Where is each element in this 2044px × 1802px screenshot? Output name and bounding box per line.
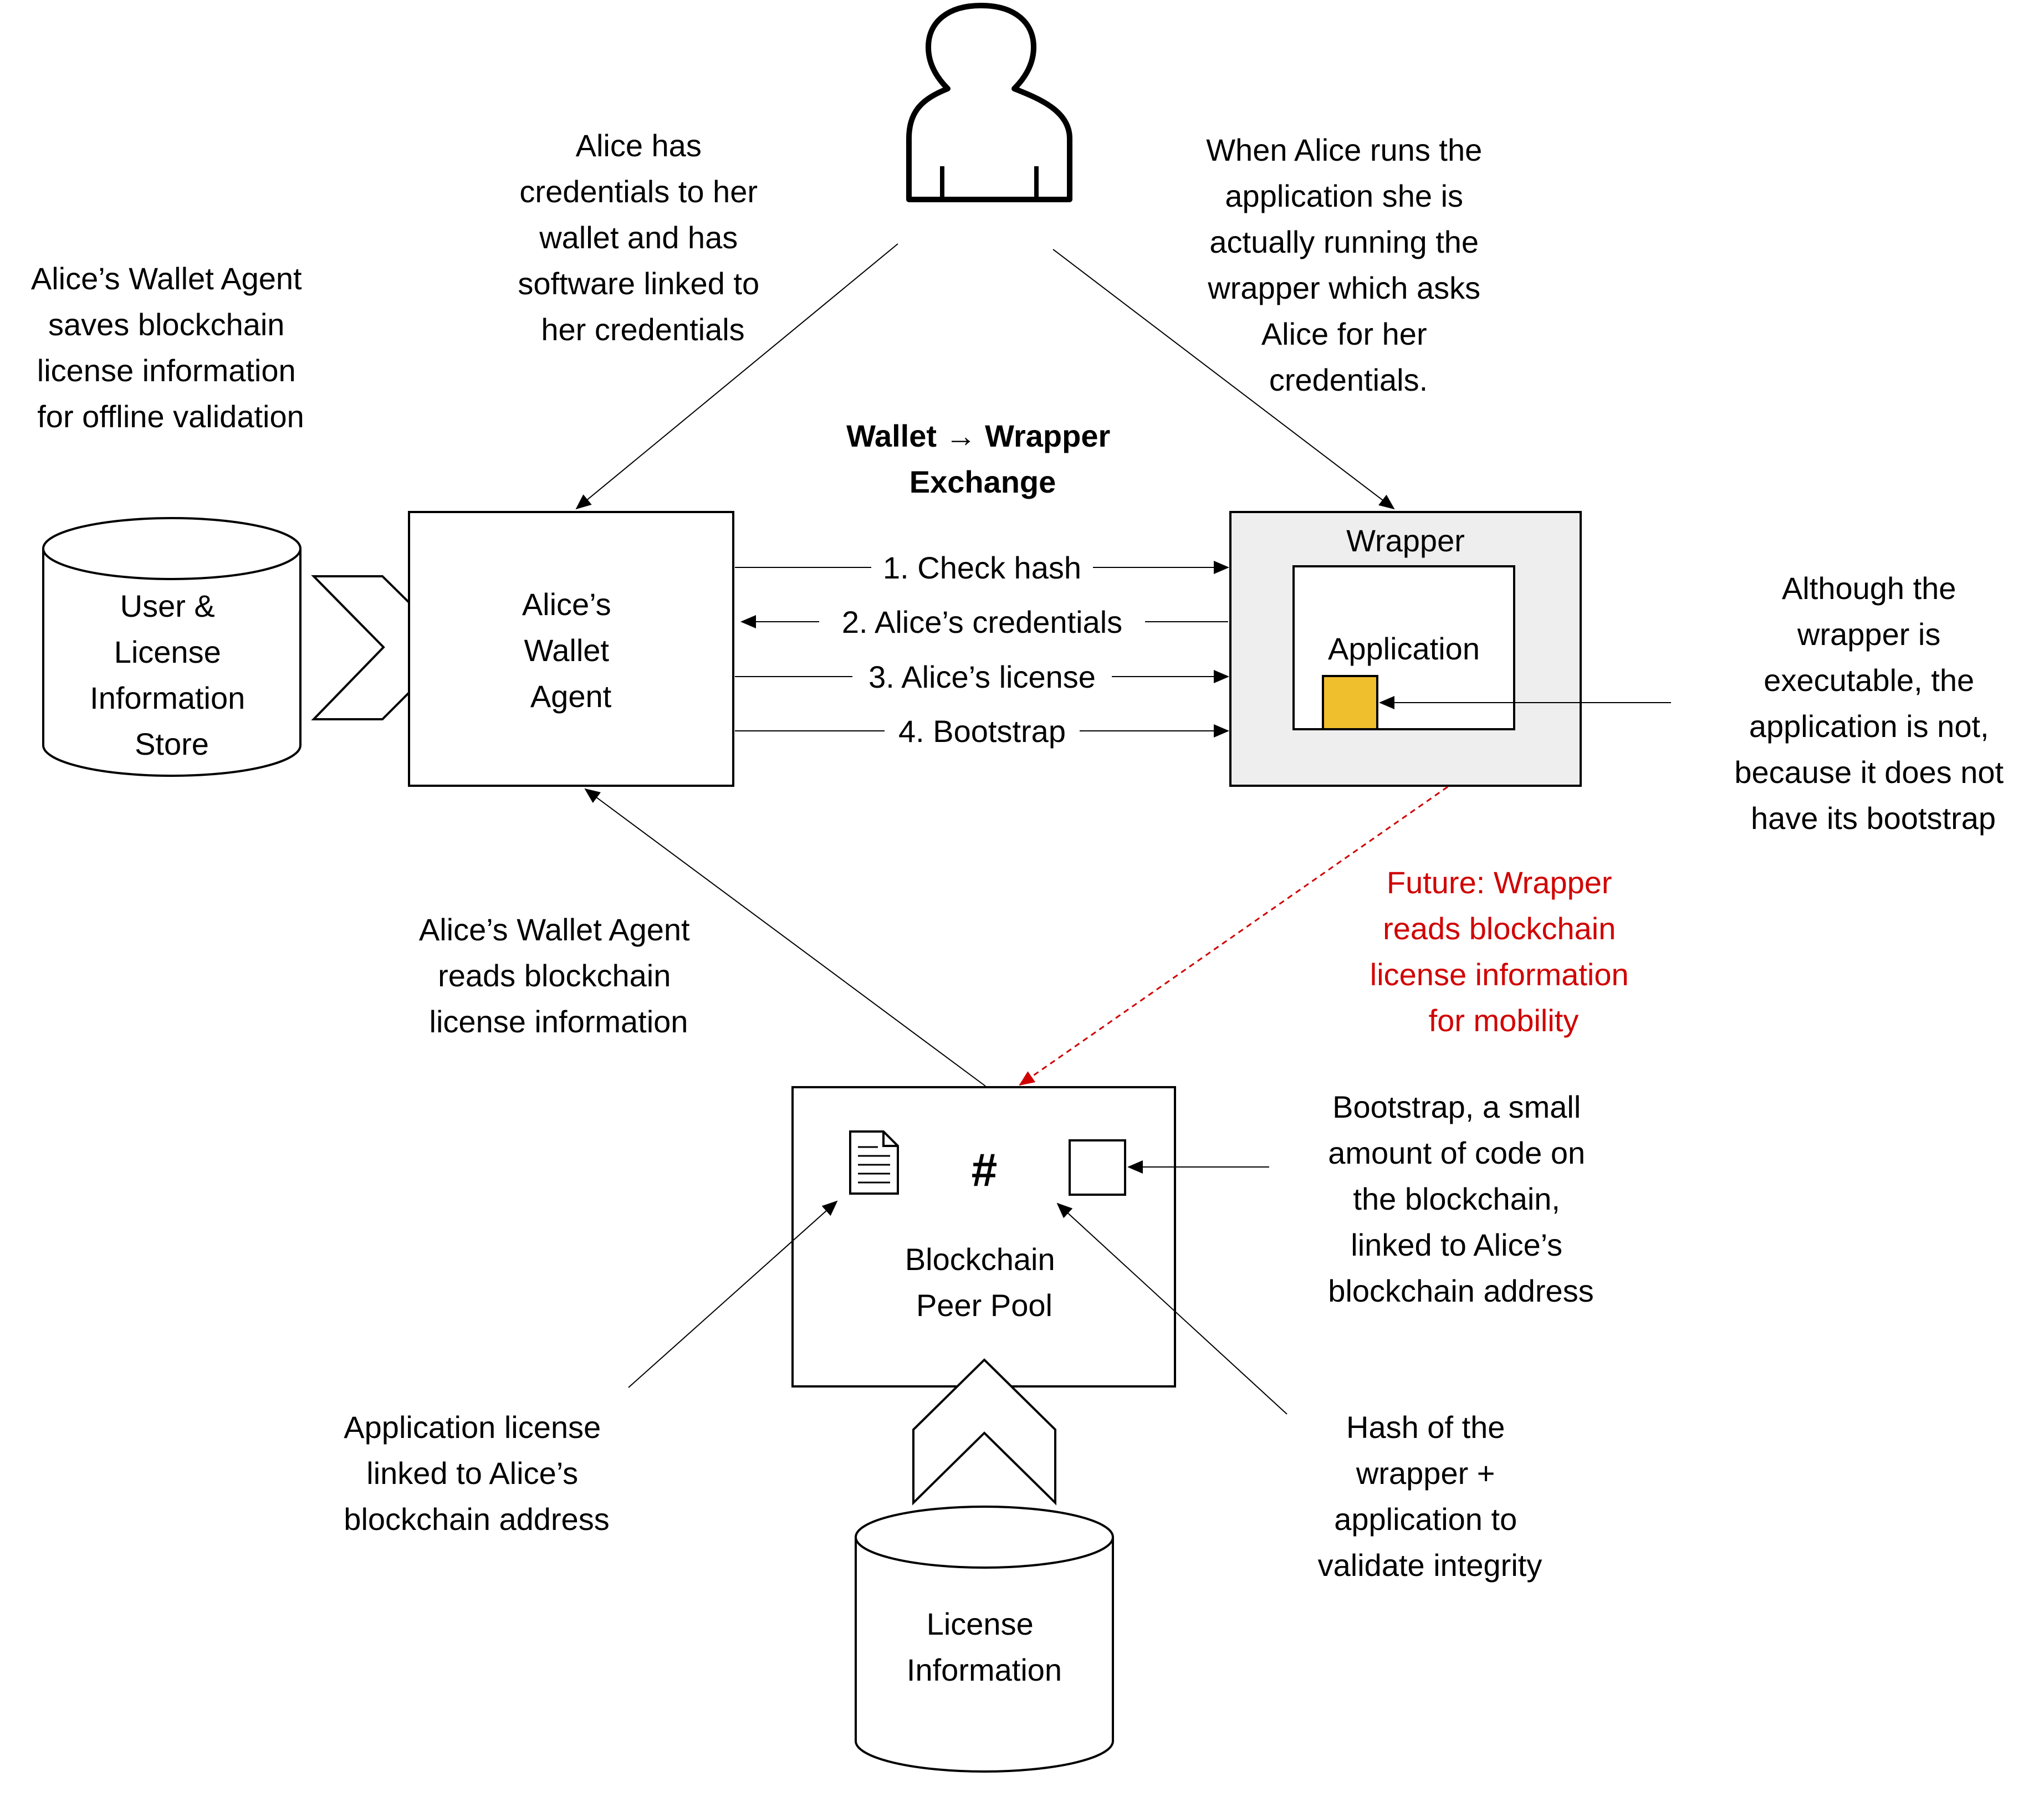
license-db-label: License Information [907, 1606, 1062, 1687]
peer-pool-label: Blockchain Peer Pool [905, 1242, 1064, 1323]
wallet-agent-box: Alice’s Wallet Agent [408, 511, 734, 787]
wallet-agent-label: Alice’s Wallet Agent [522, 587, 620, 714]
wrapper-label: Wrapper [1346, 523, 1465, 558]
store-label: User & License Information Store [90, 588, 254, 761]
step-check-hash: 1. Check hash [883, 550, 1081, 585]
wrapper-box: Wrapper Application [1229, 511, 1582, 787]
store-chevron-arrow [311, 575, 456, 720]
user-license-store: User & License Information Store [42, 517, 302, 777]
step-credentials: 2. Alice’s credentials [842, 605, 1122, 639]
hash-icon: # [972, 1144, 998, 1196]
code-box-icon [1069, 1139, 1126, 1196]
not-executable-note: Although the wrapper is executable, the … [1734, 571, 2012, 836]
future-note: Future: Wrapper reads blockchain license… [1370, 865, 1637, 1038]
document-icon [849, 1130, 899, 1195]
hash-note: Hash of the wrapper + application to val… [1318, 1410, 1542, 1583]
license-pointer [628, 1200, 838, 1388]
wallet-saves-note: Alice’s Wallet Agent saves blockchain li… [31, 261, 310, 434]
step-license: 3. Alice’s license [868, 659, 1096, 694]
license-note: Application license linked to Alice’s bl… [344, 1410, 609, 1537]
user-credentials-note: Alice has credentials to her wallet and … [518, 128, 768, 347]
hash-pointer [1056, 1202, 1287, 1415]
bootstrap-missing-block [1322, 675, 1378, 730]
bootstrap-note: Bootstrap, a small amount of code on the… [1328, 1089, 1593, 1308]
wrapper-run-note: When Alice runs the application she is a… [1206, 132, 1491, 397]
license-db-chevron-arrow [912, 1358, 1056, 1506]
exchange-arrows: 1. Check hash 2. Alice’s credentials 3. … [735, 550, 1229, 749]
user-icon [906, 3, 1072, 202]
wallet-reads-note: Alice’s Wallet Agent reads blockchain li… [419, 912, 698, 1039]
user-to-wallet-arrow [575, 243, 898, 510]
license-information-db: License Information [855, 1506, 1114, 1773]
step-bootstrap: 4. Bootstrap [898, 714, 1066, 749]
future-dashed-arrow [1019, 786, 1448, 1086]
application-label: Application [1328, 631, 1480, 666]
user-to-wrapper-arrow [1052, 249, 1395, 510]
peer-pool-to-wallet-arrow [584, 788, 986, 1087]
exchange-title: Wallet → Wrapper Exchange [846, 418, 1119, 499]
peer-pool-box: # Blockchain Peer Pool [791, 1086, 1176, 1388]
